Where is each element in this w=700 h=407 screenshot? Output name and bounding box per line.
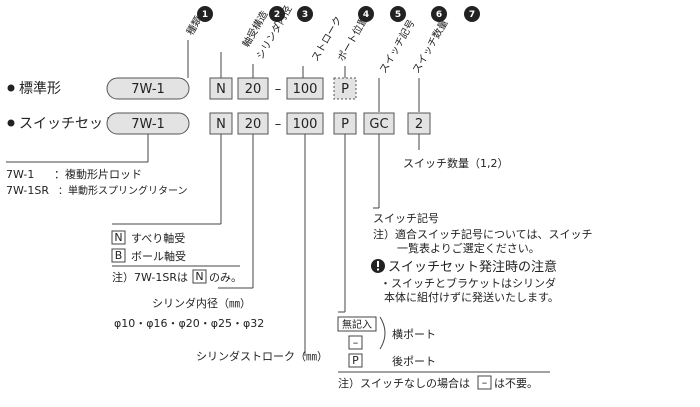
- port-section: 無記入 – 横ポート P 後ポート 注）スイッチなしの場合は – は不要。: [337, 316, 550, 390]
- port-rear-label: 後ポート: [392, 354, 436, 368]
- bearing-note-box: [192, 269, 207, 284]
- model-text-switch: 7W-1: [131, 117, 165, 132]
- badge-2: 2: [274, 10, 280, 20]
- port-side-label: 横ポート: [392, 327, 436, 341]
- bearing-option-b-box: [111, 248, 126, 263]
- switch-qty-text: 2: [415, 117, 423, 132]
- bearing-option-n-box: [111, 230, 126, 245]
- bearing-box-standard: [209, 77, 233, 100]
- port-none-box: [337, 316, 377, 332]
- port-text-standard: P: [341, 82, 349, 97]
- bullet-switch-set: [7, 119, 15, 127]
- stroke-title: シリンダストローク（㎜）: [196, 349, 328, 363]
- badge-3: 3: [302, 10, 308, 20]
- top-leaders: [187, 40, 420, 112]
- port-dash-box: [348, 335, 363, 350]
- bearing-text-switch: N: [216, 117, 226, 132]
- exclamation-mark-dot: [377, 268, 379, 271]
- port-note-code: –: [482, 376, 488, 389]
- type-desc-1: ：複動形片ロッド: [54, 167, 142, 181]
- caution-line-1: ・スイッチとブラケットはシリンダ: [380, 276, 556, 290]
- bore-text-standard: 20: [245, 82, 262, 97]
- bearing-section: N すべり軸受 B ボール軸受 注）7W-1SRは N のみ。: [111, 230, 242, 284]
- badge-4: 4: [363, 10, 369, 20]
- switch-code-section: スイッチ記号 注）適合スイッチ記号については、スイッチ 一覧表よりご選定ください…: [373, 211, 592, 255]
- label-standard: 標準形: [19, 81, 61, 97]
- exclamation-mark-bar: [377, 261, 379, 267]
- bearing-option-b-code: B: [115, 249, 123, 262]
- bore-title: シリンダ内径（㎜）: [152, 296, 251, 310]
- port-none-label: 無記入: [342, 318, 372, 331]
- bearing-text-standard: N: [216, 82, 226, 97]
- model-box-standard: [106, 77, 190, 100]
- model-text-standard: 7W-1: [131, 82, 165, 97]
- type-code-1: 7W-1: [6, 168, 34, 181]
- caution-line-2: 本体に組付けずに発送いたします。: [384, 290, 559, 304]
- switch-code-note-1: 注）適合スイッチ記号については、スイッチ: [373, 227, 592, 241]
- badge-4-icon: [358, 6, 374, 22]
- bearing-option-n-desc: すべり軸受: [131, 231, 185, 245]
- label-type: 種類 1: [183, 6, 213, 37]
- dash-standard: –: [275, 82, 282, 97]
- port-p-box: [348, 353, 363, 368]
- type-code-2: 7W-1SR: [6, 184, 49, 197]
- badge-3-icon: [297, 6, 313, 22]
- port-note-box: [477, 375, 492, 390]
- badge-1: 1: [202, 10, 208, 20]
- port-box-standard: [333, 77, 357, 100]
- stroke-text-switch: 100: [293, 117, 318, 132]
- bearing-note-pre: 注）7W-1SRは: [112, 270, 188, 284]
- badge-2-icon: [269, 6, 285, 22]
- row-switch-set: スイッチセット 7W-1 N 20 – 100 P GC 2: [7, 112, 431, 135]
- dash-switch: –: [275, 117, 282, 132]
- bullet-standard: [7, 84, 15, 92]
- stroke-text-standard: 100: [293, 82, 318, 97]
- bearing-option-b-desc: ボール軸受: [131, 249, 186, 263]
- badge-5-icon: [390, 6, 406, 22]
- port-text-switch: P: [341, 117, 349, 132]
- port-note-post: は不要。: [494, 377, 538, 390]
- port-brace: [379, 316, 386, 350]
- bore-box-standard: [237, 77, 269, 100]
- port-dash-code: –: [353, 336, 359, 349]
- bore-values: φ10・φ16・φ20・φ25・φ32: [114, 317, 264, 330]
- row-standard: 標準形 7W-1 N 20 – 100 P: [7, 77, 357, 100]
- badge-6: 6: [436, 10, 442, 20]
- caution-title: スイッチセット発注時の注意: [388, 259, 557, 275]
- switch-code-title: スイッチ記号: [373, 211, 439, 225]
- bearing-note-post: のみ。: [209, 271, 242, 284]
- port-p-code: P: [352, 354, 359, 367]
- vertical-label-switch-code: スイッチ記号: [376, 17, 417, 75]
- switch-code-note-2: 一覧表よりご選定ください。: [397, 241, 540, 255]
- bearing-option-n-code: N: [114, 231, 122, 244]
- badge-5: 5: [395, 10, 401, 20]
- switch-qty-title: スイッチ数量（1,2）: [403, 157, 509, 170]
- badge-7-icon: [464, 6, 480, 22]
- port-note-pre: 注）スイッチなしの場合は: [338, 376, 470, 390]
- bearing-note-code: N: [195, 270, 203, 283]
- bore-text-switch: 20: [245, 117, 262, 132]
- badge-7: 7: [469, 10, 475, 20]
- type-section: 7W-1 ：複動形片ロッド 7W-1SR ：単動形スプリングリターン: [6, 167, 188, 197]
- type-desc-2: ：単動形スプリングリターン: [58, 184, 188, 197]
- bore-section: シリンダ内径（㎜） φ10・φ16・φ20・φ25・φ32: [114, 296, 264, 330]
- caution-section: スイッチセット発注時の注意 ・スイッチとブラケットはシリンダ 本体に組付けずに発…: [371, 259, 559, 304]
- badge-1-icon: [197, 6, 213, 22]
- label-switch-set: スイッチセット: [19, 116, 117, 132]
- stroke-box-standard: [286, 77, 324, 100]
- bottom-leaders: [6, 134, 420, 356]
- badge-6-icon: [431, 6, 447, 22]
- switch-code-text: GC: [369, 117, 388, 132]
